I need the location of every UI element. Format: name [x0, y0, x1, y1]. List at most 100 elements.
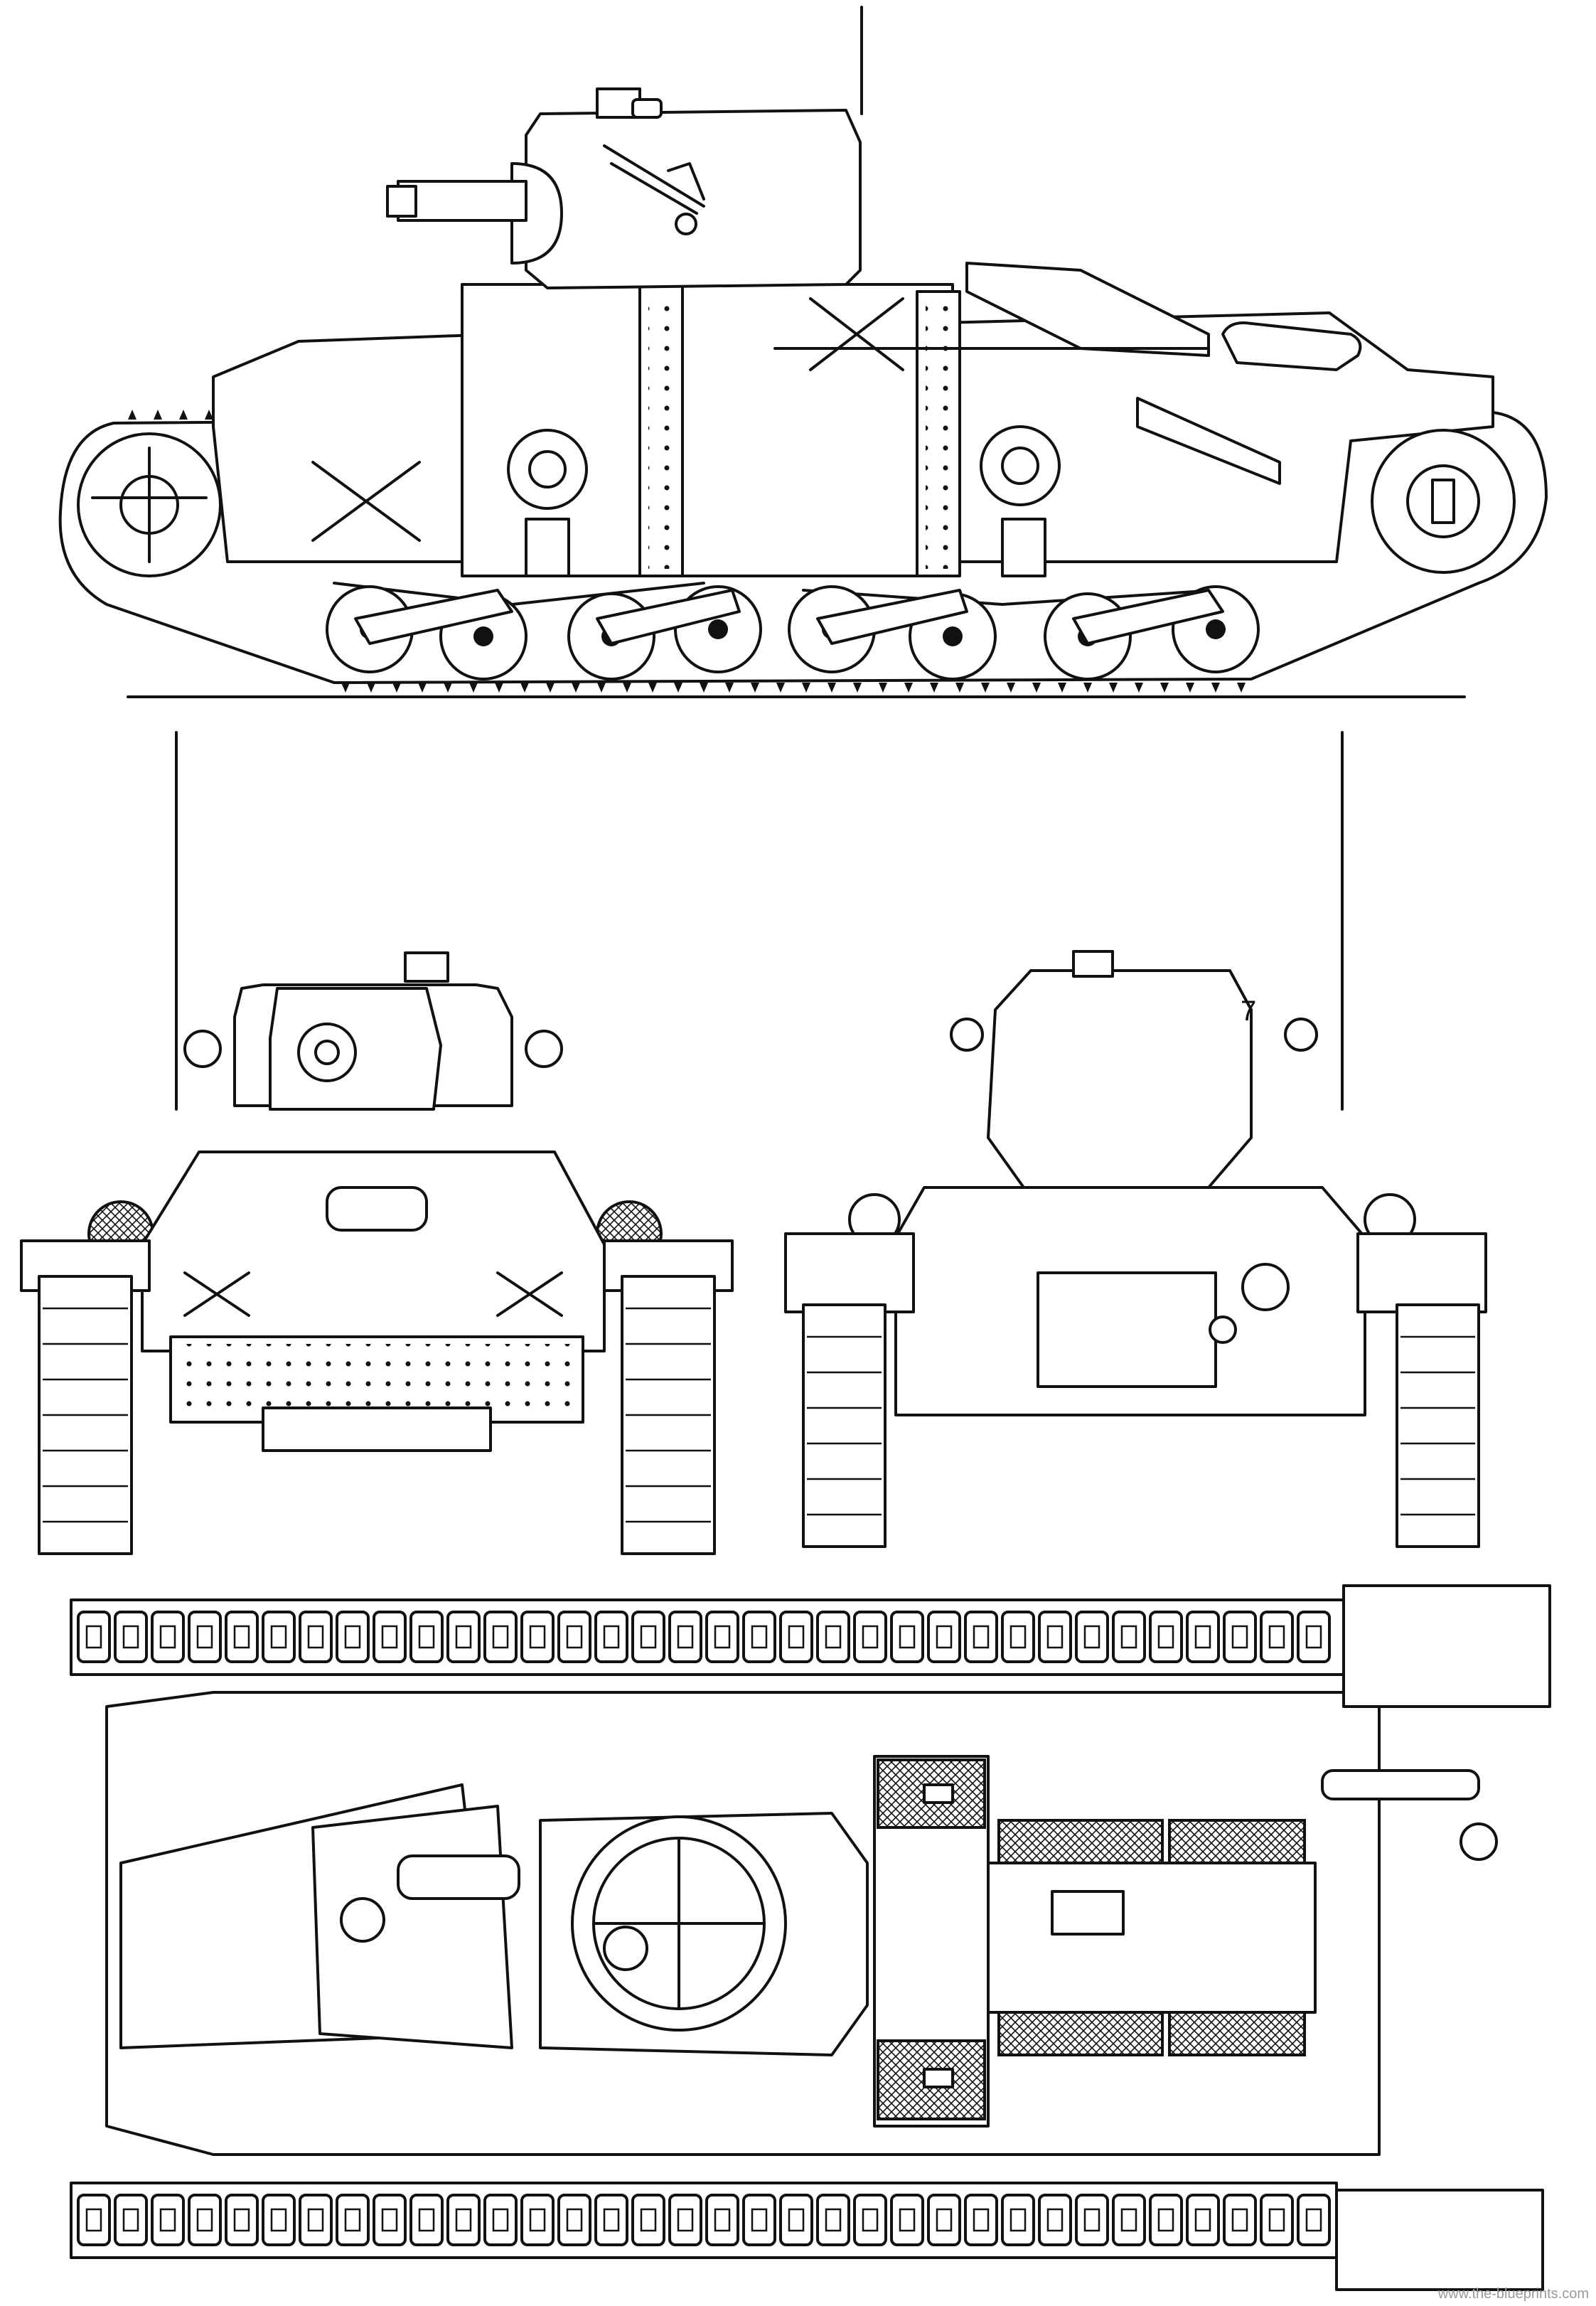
track-tooth	[154, 410, 162, 420]
track-link	[705, 2194, 739, 2246]
track-link-slot	[1157, 1625, 1174, 1649]
track-link	[1149, 2194, 1183, 2246]
track-link	[262, 1611, 296, 1663]
track-tooth	[469, 683, 478, 693]
track-link-slot	[1194, 2208, 1211, 2232]
track-link-slot	[1083, 1625, 1100, 1649]
track-link	[409, 2194, 444, 2246]
track-tooth	[1237, 683, 1246, 693]
track-link	[225, 2194, 259, 2246]
track-link-slot	[936, 1625, 953, 1649]
track-link-slot	[1083, 2208, 1100, 2232]
track-tooth	[1160, 683, 1169, 693]
track-link	[446, 2194, 481, 2246]
track-link-slot	[159, 1625, 176, 1649]
track-link	[964, 1611, 998, 1663]
track-tooth	[904, 683, 913, 693]
track-tooth	[495, 683, 503, 693]
track-link	[1149, 1611, 1183, 1663]
track-link	[336, 2194, 370, 2246]
track-link	[483, 1611, 518, 1663]
track-link-slot	[751, 1625, 768, 1649]
track-tooth	[392, 683, 401, 693]
track-link	[890, 2194, 924, 2246]
track-link	[409, 1611, 444, 1663]
track-link-slot	[1268, 1625, 1285, 1649]
track-link-slot	[85, 2208, 102, 2232]
track-link-slot	[122, 1625, 139, 1649]
track-link-slot	[344, 2208, 361, 2232]
track-link	[1297, 2194, 1331, 2246]
track-tooth	[1032, 683, 1041, 693]
track-link	[779, 2194, 813, 2246]
track-link-slot	[1305, 2208, 1322, 2232]
track-tooth	[1083, 683, 1092, 693]
track-link	[742, 1611, 776, 1663]
track-link	[1297, 1611, 1331, 1663]
track-tooth	[205, 410, 213, 420]
track-tooth	[1211, 683, 1220, 693]
track-link	[299, 2194, 333, 2246]
track-link-slot	[1046, 1625, 1064, 1649]
track-link-slot	[677, 2208, 694, 2232]
track-link-slot	[603, 2208, 620, 2232]
track-link	[742, 2194, 776, 2246]
track-link-slot	[566, 1625, 583, 1649]
track-link	[520, 1611, 555, 1663]
track-link	[779, 1611, 813, 1663]
track-tooth	[776, 683, 785, 693]
track-link-slot	[825, 2208, 842, 2232]
track-link-slot	[1268, 2208, 1285, 2232]
top-view	[70, 1584, 1551, 2291]
track-link-slot	[1231, 2208, 1248, 2232]
track-link-slot	[788, 1625, 805, 1649]
track-tooth	[341, 683, 350, 693]
track-link-slot	[307, 2208, 324, 2232]
track-link-slot	[455, 2208, 472, 2232]
track-link	[1260, 2194, 1294, 2246]
track-link	[1001, 1611, 1035, 1663]
track-link-slot	[233, 2208, 250, 2232]
track-link-slot	[973, 1625, 990, 1649]
track-tooth	[444, 683, 452, 693]
track-link	[964, 2194, 998, 2246]
track-link	[225, 1611, 259, 1663]
track-tooth	[828, 683, 836, 693]
track-tooth	[1109, 683, 1118, 693]
track-link-slot	[233, 1625, 250, 1649]
track-link	[853, 2194, 887, 2246]
track-tooth	[981, 683, 990, 693]
front-view	[20, 731, 734, 1555]
track-link	[336, 1611, 370, 1663]
track-link	[668, 1611, 702, 1663]
top-track-lower	[70, 2182, 1338, 2259]
side-view	[58, 6, 1548, 698]
track-tooth	[802, 683, 810, 693]
track-link	[446, 1611, 481, 1663]
track-tooth	[955, 683, 964, 693]
track-tooth	[1186, 683, 1194, 693]
track-link-slot	[862, 2208, 879, 2232]
rear-view: 7	[784, 731, 1487, 1548]
track-link	[262, 2194, 296, 2246]
track-link-slot	[899, 1625, 916, 1649]
track-link	[1075, 2194, 1109, 2246]
track-link	[594, 2194, 628, 2246]
track-link-slot	[1009, 1625, 1027, 1649]
track-link	[927, 1611, 961, 1663]
headlamp-left	[183, 1030, 222, 1068]
track-tooth	[648, 683, 657, 693]
track-link	[631, 2194, 665, 2246]
track-link	[151, 1611, 185, 1663]
track-link	[373, 1611, 407, 1663]
track-link	[1075, 1611, 1109, 1663]
track-link-slot	[344, 1625, 361, 1649]
track-tooth	[128, 410, 136, 420]
track-tooth	[725, 683, 734, 693]
track-link-slot	[603, 1625, 620, 1649]
track-tooth	[597, 683, 606, 693]
track-tooth	[623, 683, 631, 693]
track-tooth	[546, 683, 555, 693]
track-link	[1223, 2194, 1257, 2246]
turret-number: 7	[1241, 995, 1256, 1027]
